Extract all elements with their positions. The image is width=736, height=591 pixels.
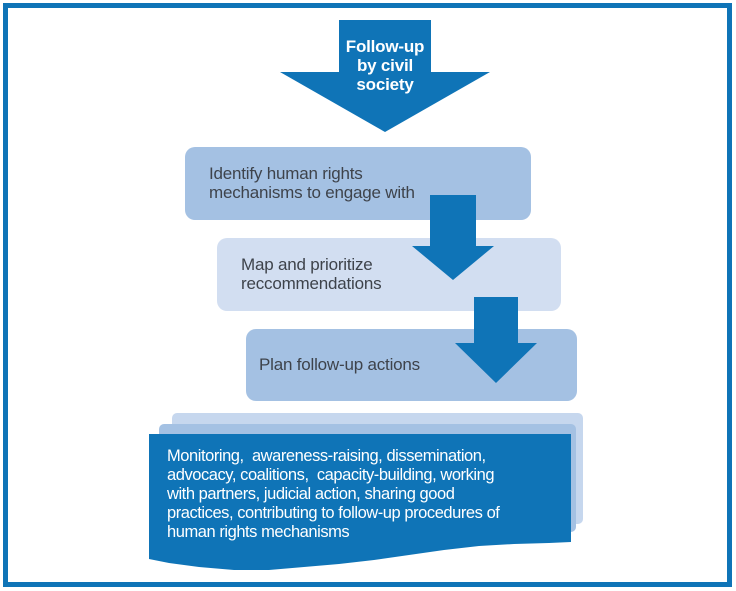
step-box-identify-mechanisms: Identify human rights mechanisms to enga… xyxy=(185,147,531,220)
step-box-plan-actions: Plan follow-up actions xyxy=(246,329,577,401)
step-2-label: Map and prioritize reccommendations xyxy=(241,255,382,293)
step-1-label: Identify human rights mechanisms to enga… xyxy=(209,164,415,202)
outcome-box-wavy: Monitoring, awareness-raising, dissemina… xyxy=(149,434,571,570)
outcome-label: Monitoring, awareness-raising, dissemina… xyxy=(167,447,500,541)
step-3-label: Plan follow-up actions xyxy=(259,354,420,374)
start-arrow-label: Follow-up by civil society xyxy=(345,37,425,94)
start-down-arrow: Follow-up by civil society xyxy=(280,20,490,132)
